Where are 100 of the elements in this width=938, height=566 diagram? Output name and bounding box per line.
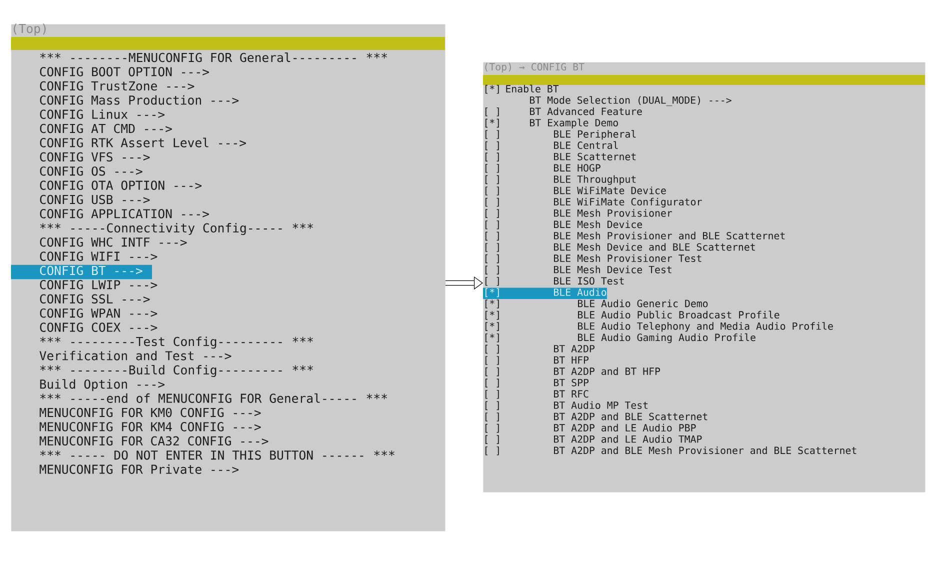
checkbox-marker: [*] [485,333,499,342]
separator-stars: *** [366,52,387,58]
separator-stars: *** [40,394,60,400]
checkbox-marker: [ ] [485,367,499,376]
menu-item: CONFIG OTA OPTION ---> [40,180,202,190]
checkbox-marker: [ ] [485,220,499,230]
menu-item: BLE Throughput [554,175,636,185]
menu-item: BLE Mesh Provisioner and BLE Scatternet [554,232,785,240]
checkbox-marker: [*] [485,84,499,94]
menu-item: BLE Audio Generic Demo [578,300,708,308]
menu-item: CONFIG APPLICATION ---> [40,209,209,218]
separator-stars: *** [292,336,313,342]
menu-item: CONFIG COEX ---> [40,322,158,332]
menu-item: CONFIG SSL ---> [40,294,150,304]
checkbox-marker: [ ] [485,186,499,196]
checkbox-marker: [ ] [485,164,499,173]
menu-item: MENUCONFIG FOR KM4 CONFIG ---> [40,422,261,432]
separator-stars: *** [366,394,387,400]
checkbox-marker: [*] [485,118,499,128]
menu-item: CONFIG WHC INTF ---> [40,237,187,247]
menu-item: BLE WiFiMate Device [554,186,666,194]
checkbox-marker: [*] [485,310,499,320]
breadcrumb-text: (Top) → CONFIG BT [485,62,584,72]
menu-item: BT SPP [554,378,589,386]
menu-item: CONFIG AT CMD ---> [40,124,172,134]
menu-item: BT Example Demo [530,118,618,128]
menu-item: BLE ISO Test [554,277,624,285]
checkbox-marker: [ ] [485,276,499,286]
checkbox-marker: [ ] [485,424,499,433]
menu-item: CONFIG TrustZone ---> [40,81,194,91]
checkbox-marker: [ ] [485,344,499,354]
menu-item: Verification and Test ---> [40,350,232,360]
menu-item: CONFIG WPAN ---> [40,308,158,318]
menu-item: BT Audio MP Test [554,401,648,409]
section-heading: ---------Test Config--------- [71,336,282,349]
checkbox-marker: [*] [485,300,499,308]
menu-item: BT Advanced Feature [530,107,642,116]
menu-item: BT RFC [554,390,588,398]
menu-item: CONFIG Mass Production ---> [40,95,239,105]
section-heading: -----Connectivity Config----- [71,223,282,235]
menu-item: BT HFP [554,356,589,364]
menu-item: Enable BT [506,84,559,93]
separator-stars: *** [40,336,60,342]
menu-item: BT Mode Selection (DUAL_MODE) ---> [530,96,732,106]
menu-item: BLE Mesh Device [554,220,642,228]
checkbox-marker: [ ] [485,141,499,150]
checkbox-marker: [ ] [485,107,499,116]
menu-item: MENUCONFIG FOR Private ---> [40,464,239,474]
checkbox-marker: [ ] [485,266,499,274]
menu-item: BLE Audio [554,288,606,296]
checkbox-marker: [ ] [485,243,499,252]
separator-stars: *** [292,365,313,371]
menu-item: BLE Peripheral [554,130,636,140]
menu-item: CONFIG BOOT OPTION ---> [40,67,209,76]
separator-stars: *** [40,365,60,371]
menu-item: BLE Central [554,141,618,150]
separator-stars: *** [374,450,394,456]
checkbox-marker: [ ] [485,175,499,184]
menu-item: CONFIG BT ---> [40,266,142,276]
separator-stars: *** [292,223,313,229]
menu-item: BLE Mesh Device Test [554,266,672,274]
menu-item: BLE Mesh Provisioner Test [554,254,702,262]
menu-item: CONFIG RTK Assert Level ---> [40,138,246,148]
menu-item: BLE WiFiMate Configurator [554,198,702,208]
checkbox-marker: [ ] [485,130,499,139]
checkbox-marker: [*] [485,322,499,331]
menu-item: BLE Mesh Device and BLE Scatternet [554,243,755,251]
menu-item: BLE Audio Gaming Audio Profile [578,333,756,344]
checkbox-marker: [ ] [485,401,499,410]
checkbox-marker: [ ] [485,198,499,207]
menu-item: MENUCONFIG FOR KM0 CONFIG ---> [40,408,261,418]
menu-item: BT A2DP and LE Audio PBP [554,424,696,432]
menu-item: CONFIG OS ---> [40,166,142,176]
menu-item: BT A2DP and BT HFP [554,367,660,376]
breadcrumb-text: (Top) [14,24,46,36]
menu-item: CONFIG USB ---> [40,194,150,204]
menu-item: BLE Mesh Provisioner [554,209,672,217]
checkbox-marker: [ ] [485,254,499,264]
menu-item: MENUCONFIG FOR CA32 CONFIG ---> [40,436,268,446]
menu-item: CONFIG WIFI ---> [40,252,158,261]
separator-stars: *** [40,223,60,229]
menu-item: BLE HOGP [554,164,600,172]
checkbox-marker: [ ] [485,446,499,456]
menu-item: BT A2DP and BLE Scatternet [554,412,708,420]
section-heading: --------MENUCONFIG FOR General--------- [71,52,356,62]
section-heading: -----end of MENUCONFIG FOR General----- [71,393,356,403]
checkbox-marker: [ ] [485,378,499,388]
menu-item: BT A2DP [554,344,594,352]
menu-item: Build Option ---> [40,379,165,392]
checkbox-marker: [ ] [485,390,499,399]
menu-item: CONFIG Linux ---> [40,109,165,119]
checkbox-marker: [ ] [485,356,499,365]
menu-item: CONFIG LWIP ---> [40,280,158,290]
menu-item: BT A2DP and BLE Mesh Provisioner and BLE Scatternet [554,446,856,454]
menu-item: CONFIG VFS ---> [40,152,150,162]
menu-item: BLE Scatternet [554,152,636,160]
section-heading: ----- DO NOT ENTER IN THIS BUTTON ------ [71,450,364,460]
separator-stars: *** [40,450,60,456]
section-heading: --------Build Config--------- [71,364,282,377]
menu-item: BT A2DP and LE Audio TMAP [554,435,702,443]
